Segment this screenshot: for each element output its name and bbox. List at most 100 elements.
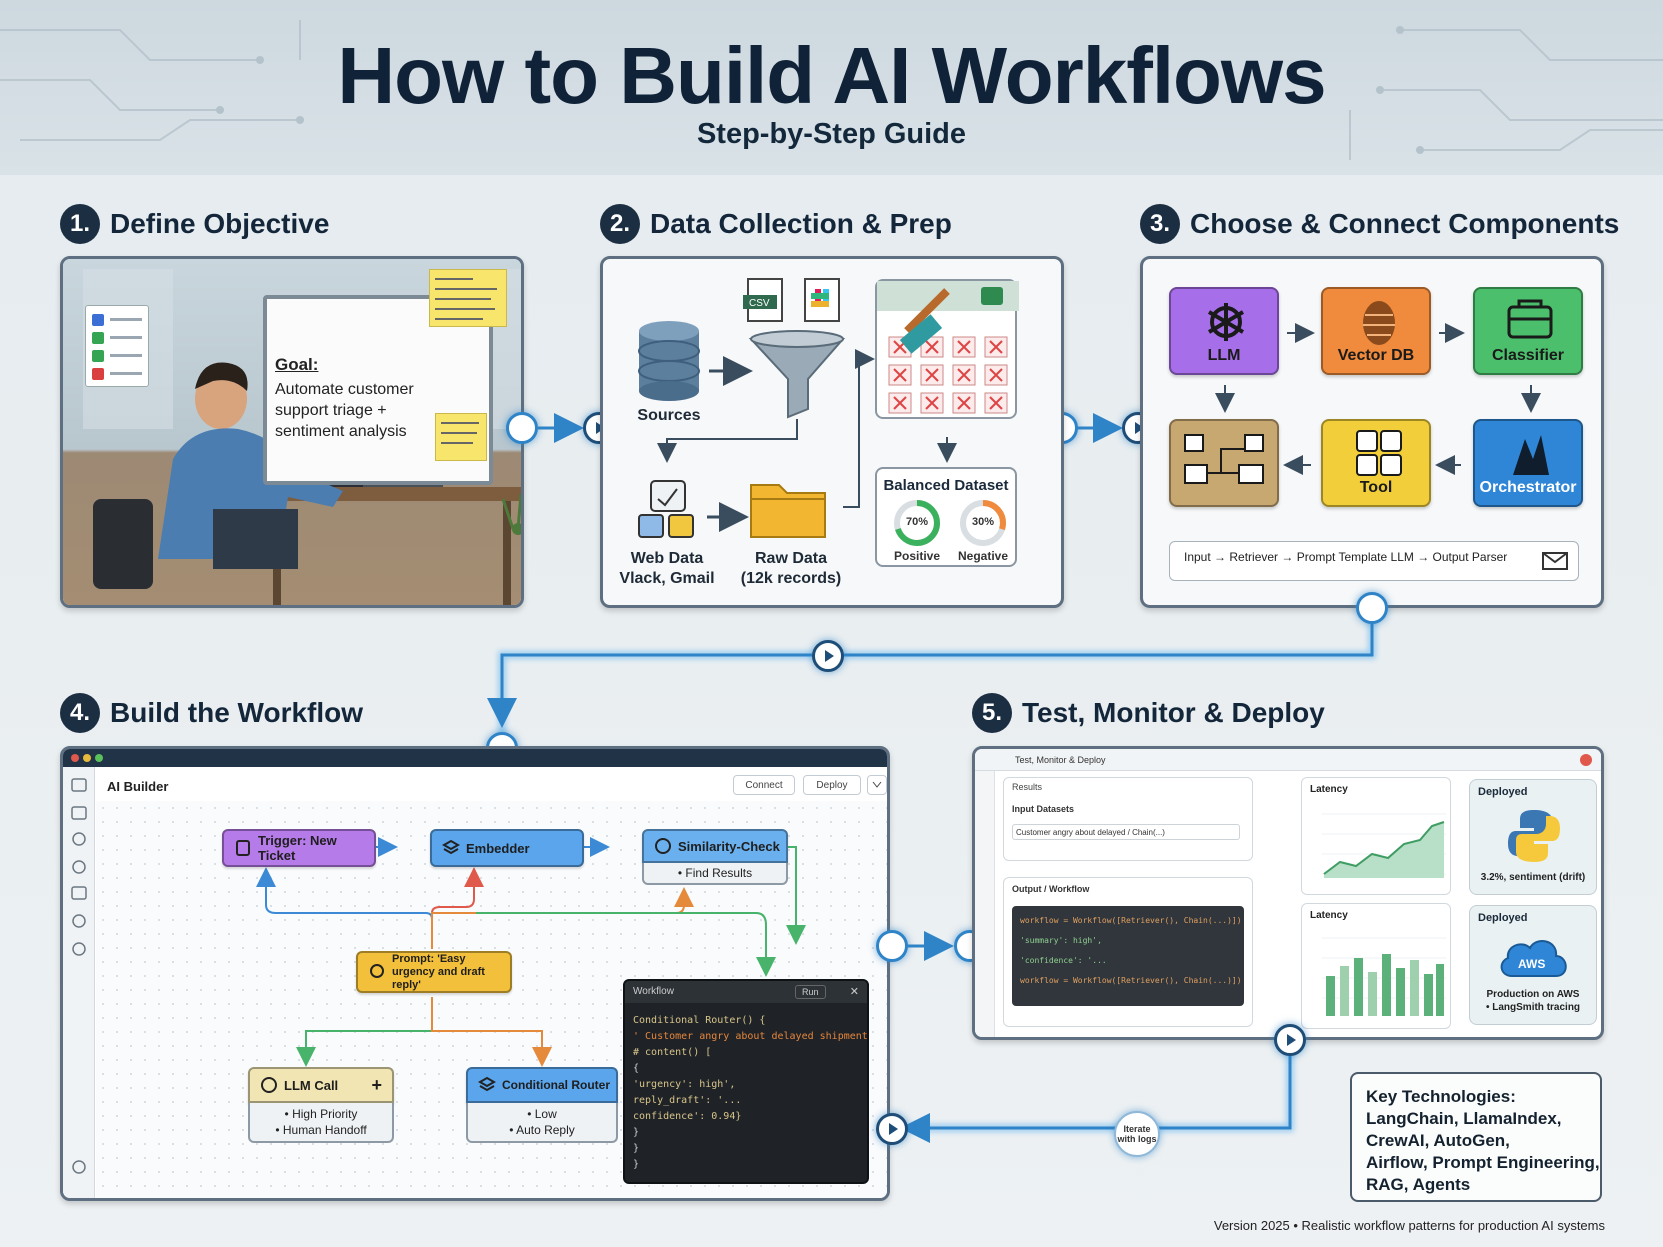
monitor-sidebar[interactable]: [975, 771, 995, 1037]
latency-bar-chart: [1322, 937, 1446, 1016]
trigger-node-label: Trigger: New Ticket: [258, 833, 337, 863]
goal-label: Goal:: [275, 355, 319, 374]
step-2-number: 2.: [600, 204, 640, 244]
x-mark: [893, 396, 907, 410]
llm-label: LLM: [1207, 347, 1241, 364]
window-controls: [71, 754, 103, 762]
tool-component[interactable]: Tool: [1321, 419, 1431, 507]
prompt-node-label: Prompt: 'Easy urgency and draft reply': [392, 952, 485, 991]
deployed-aws-card: Deployed AWS Production on AWS • LangSmi…: [1469, 905, 1597, 1025]
workflow-builder-panel: AI Builder Connect Deploy stage Trig: [60, 746, 890, 1201]
classifier-label: Classifier: [1491, 347, 1565, 364]
code-window-title: Workflow: [633, 986, 674, 997]
key-technologies-text: Key Technologies: LangChain, LlamaIndex,…: [1366, 1087, 1600, 1194]
deploy-button[interactable]: Deploy: [803, 775, 861, 795]
monitor-titlebar: Test, Monitor & Deploy: [975, 749, 1601, 771]
code-line: }: [633, 1159, 640, 1170]
step-3-heading: 3. Choose & Connect Components: [1140, 204, 1619, 244]
bulb-icon: [370, 964, 384, 978]
balanced-dataset-card: Balanced Dataset 70% 30% Positive Negati…: [875, 467, 1017, 567]
similarity-node-label: Similarity-Check: [678, 838, 780, 854]
llm-component[interactable]: LLM: [1169, 287, 1279, 375]
dataset-rings: [894, 500, 1006, 546]
vector-db-component[interactable]: Vector DB: [1321, 287, 1431, 375]
check-line: [110, 336, 142, 339]
step-1-number: 1.: [60, 204, 100, 244]
step-5-number: 5.: [972, 693, 1012, 733]
check-line: [110, 354, 142, 357]
x-mark: [989, 368, 1003, 382]
cloud-icon: AWS: [1500, 940, 1567, 977]
sidebar-icons[interactable]: [63, 767, 95, 1187]
output-code-line: workflow = Workflow([Retriever(), Chain(…: [1020, 976, 1242, 985]
avatar[interactable]: [1579, 753, 1593, 767]
dropdown-button[interactable]: [867, 775, 887, 795]
check-line: [110, 318, 142, 321]
app-titlebar: [63, 749, 887, 767]
output-title: Output / Workflow: [1012, 884, 1090, 894]
step-2-heading: 2. Data Collection & Prep: [600, 204, 952, 244]
cleaning-grid: [875, 279, 1019, 419]
x-mark: [957, 396, 971, 410]
connector-node[interactable]: [1356, 592, 1388, 624]
play-glyph: [889, 1123, 898, 1135]
code-line: reply_draft': '...: [633, 1095, 742, 1106]
cleaning-grid-graphic: [877, 281, 1019, 414]
input-datasets-card: Results Input Datasets Customer angry ab…: [1003, 777, 1253, 861]
deployed-title-2: Deployed: [1478, 912, 1528, 924]
latency-chart-card: Latency: [1301, 777, 1451, 895]
connector-node[interactable]: [876, 930, 908, 962]
prompt-node[interactable]: Prompt: 'Easy urgency and draft reply': [356, 951, 512, 993]
openai-icon: [261, 1077, 277, 1093]
latency-title-2: Latency: [1310, 910, 1348, 921]
classifier-component[interactable]: Classifier: [1473, 287, 1583, 375]
embedder-node[interactable]: Embedder: [430, 829, 584, 867]
tool-label: Tool: [1359, 479, 1393, 496]
play-icon[interactable]: [1274, 1024, 1306, 1056]
code-window-header: Workflow Run ✕: [625, 981, 867, 1003]
step-1-heading: 1. Define Objective: [60, 204, 329, 244]
goal-text: Automate customer support triage + senti…: [275, 381, 414, 440]
x-mark: [957, 368, 971, 382]
play-icon[interactable]: [876, 1113, 908, 1145]
office-illustration: [83, 269, 521, 605]
router-detail: • Low • Auto Reply: [466, 1103, 618, 1143]
run-button[interactable]: Run: [795, 985, 826, 999]
latency-title: Latency: [1310, 784, 1348, 795]
code-line: }: [633, 1143, 640, 1154]
checklist: [85, 305, 149, 387]
footer-note: Version 2025 • Realistic workflow patter…: [1213, 1218, 1605, 1233]
mail-icon: [1542, 552, 1568, 570]
orchestrator-component[interactable]: Orchestrator: [1473, 419, 1583, 507]
step-2-title: Data Collection & Prep: [650, 208, 952, 239]
router-node[interactable]: Conditional Router: [466, 1067, 618, 1103]
chevron-down-icon: [872, 781, 882, 788]
step-4-title: Build the Workflow: [110, 697, 364, 728]
close-icon[interactable]: ✕: [849, 986, 859, 998]
define-objective-panel: Goal: Automate customer support triage +…: [60, 256, 524, 608]
iterate-label: Iterate with logs: [1117, 1124, 1157, 1144]
classifier-icon: [1507, 299, 1553, 339]
similarity-node[interactable]: Similarity-Check: [642, 829, 788, 863]
llm-call-node[interactable]: LLM Call +: [248, 1067, 394, 1103]
vector-db-label: Vector DB: [1337, 347, 1415, 364]
connect-button[interactable]: Connect: [733, 775, 795, 795]
code-line: 'urgency': high',: [633, 1079, 736, 1090]
connector-node[interactable]: [506, 412, 538, 444]
x-mark: [989, 396, 1003, 410]
output-code-line: workflow = Workflow([Retriever(), Chain(…: [1020, 916, 1242, 925]
plus-icon[interactable]: +: [371, 1074, 382, 1095]
trigger-node[interactable]: Trigger: New Ticket: [222, 829, 376, 867]
output-code-line: 'confidence': '...: [1020, 956, 1107, 965]
code-line: }: [633, 1127, 640, 1138]
code-line: {: [633, 1063, 640, 1074]
sticky-scribble: [441, 422, 479, 444]
embedder-node-label: Embedder: [466, 840, 530, 856]
input-line[interactable]: Customer angry about delayed / Chain(...…: [1012, 824, 1240, 840]
play-icon[interactable]: [812, 640, 844, 672]
check-box: [92, 332, 104, 344]
output-card: Output / Workflow workflow = Workflow([R…: [1003, 877, 1253, 1027]
x-mark: [925, 396, 939, 410]
results-tab[interactable]: Results: [1012, 782, 1043, 792]
integration-component[interactable]: [1169, 419, 1279, 507]
